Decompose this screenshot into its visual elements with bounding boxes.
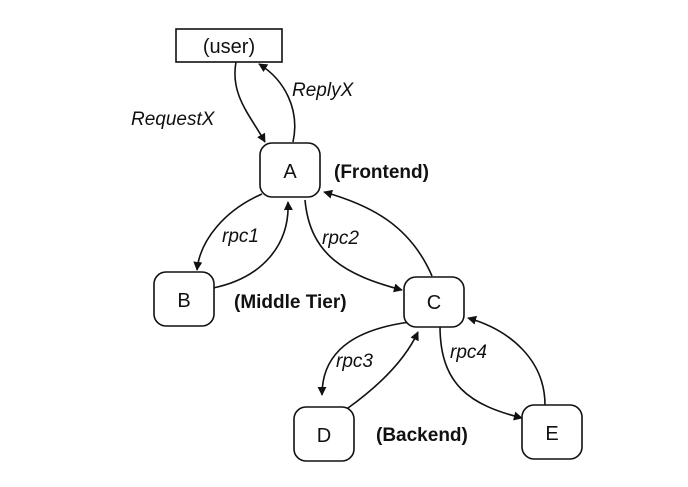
edge-label-rpc3: rpc3 xyxy=(336,351,373,372)
node-user-label: (user) xyxy=(203,36,255,58)
edge-rpc2-up xyxy=(323,189,433,277)
edge-request xyxy=(234,61,266,143)
node-user: (user) xyxy=(175,28,283,63)
tier-label-backend: (Backend) xyxy=(376,425,468,446)
node-d-label: D xyxy=(317,425,331,447)
edge-rpc2-down xyxy=(304,199,403,293)
node-c: C xyxy=(403,276,465,328)
edge-rpc1-up xyxy=(212,201,293,289)
edge-label-rpc2: rpc2 xyxy=(322,228,359,249)
edge-rpc3-down xyxy=(317,321,411,396)
edge-rpc4-up xyxy=(467,315,546,406)
edge-label-rpc4: rpc4 xyxy=(450,342,487,363)
edge-label-rpc1: rpc1 xyxy=(222,226,259,247)
node-d: D xyxy=(293,406,355,462)
node-e-label: E xyxy=(545,423,558,445)
edge-label-request: RequestX xyxy=(131,109,216,130)
node-e: E xyxy=(521,404,583,460)
edge-rpc1-down xyxy=(193,193,263,271)
edge-label-reply: ReplyX xyxy=(292,80,355,101)
edge-reply xyxy=(258,63,296,143)
edge-rpc4-down xyxy=(439,325,523,421)
tier-label-frontend: (Frontend) xyxy=(334,162,429,183)
node-b-label: B xyxy=(177,290,190,312)
edge-rpc3-up xyxy=(347,331,419,409)
tier-label-middle: (Middle Tier) xyxy=(234,292,347,313)
node-a: A xyxy=(259,142,321,198)
node-c-label: C xyxy=(427,292,441,314)
node-a-label: A xyxy=(283,161,297,183)
node-b: B xyxy=(153,271,215,327)
